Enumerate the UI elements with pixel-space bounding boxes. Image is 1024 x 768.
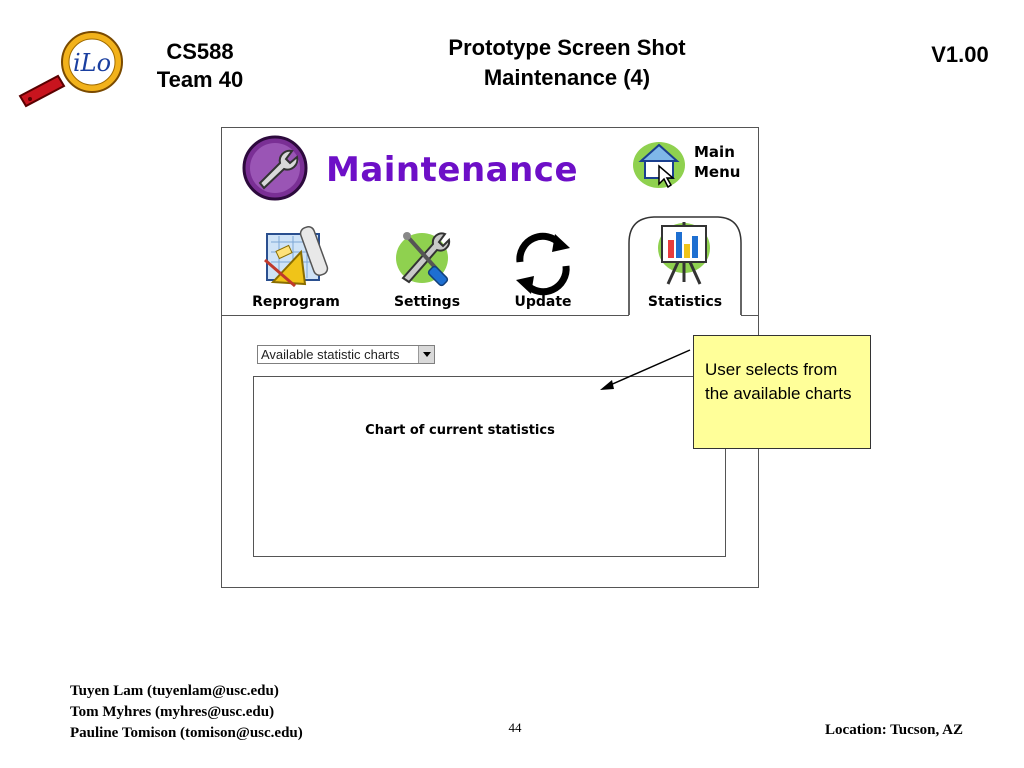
team-name: Team 40 [156,67,244,92]
blueprint-icon [264,226,329,288]
chart-select[interactable]: Available statistic charts [257,345,435,364]
refresh-icon [516,232,570,296]
tab-settings-label: Settings [393,294,461,310]
course-info: CS588 Team 40 [140,38,260,94]
main-menu-button[interactable] [631,138,689,190]
author-1: Tuyen Lam (tuyenlam@usc.edu) [70,683,279,699]
tab-reprogram[interactable]: Reprogram [246,218,346,318]
wrench-icon [242,135,308,201]
callout-arrow [600,349,691,390]
tab-statistics[interactable]: Statistics [635,218,735,318]
slide-title-line1: Prototype Screen Shot [448,35,686,60]
tab-divider [222,315,629,316]
tools-icon [396,232,451,287]
logo-text: iLo [73,49,111,77]
main-menu-link[interactable]: Main Menu [694,142,764,182]
chevron-down-icon[interactable] [418,346,434,363]
author-2: Tom Myhres (myhres@usc.edu) [70,704,275,720]
ilo-logo: iLo [18,31,123,108]
chart-select-value: Available statistic charts [261,347,400,362]
slide-title: Prototype Screen Shot Maintenance (4) [382,33,752,93]
bar-chart-easel-icon [658,222,710,285]
tab-update[interactable]: Update [493,218,593,318]
tab-settings[interactable]: Settings [377,218,477,318]
screen-title: Maintenance [326,150,579,190]
location-label: Location: Tucson, AZ [825,722,963,738]
course-code: CS588 [166,39,234,64]
slide-title-line2: Maintenance (4) [483,65,651,90]
version-label: V1.00 [931,42,989,67]
statistics-tab-outline [628,216,742,315]
chart-area-label: Chart of current statistics [365,423,555,438]
magnifier-handle-icon [18,74,66,108]
tab-update-label: Update [514,294,572,310]
tab-statistics-label: Statistics [647,294,723,310]
author-list: Tuyen Lam (tuyenlam@usc.edu) Tom Myhres … [70,681,303,744]
main-menu-label-line2: Menu [694,163,741,181]
annotation-callout: User selects from the available charts [693,335,871,449]
tab-divider [741,315,759,316]
home-icon [633,142,685,189]
main-menu-label-line1: Main [694,143,735,161]
tab-reprogram-label: Reprogram [252,294,340,310]
chart-area [253,376,726,557]
page-number: 44 [508,720,522,735]
author-3: Pauline Tomison (tomison@usc.edu) [70,725,303,741]
